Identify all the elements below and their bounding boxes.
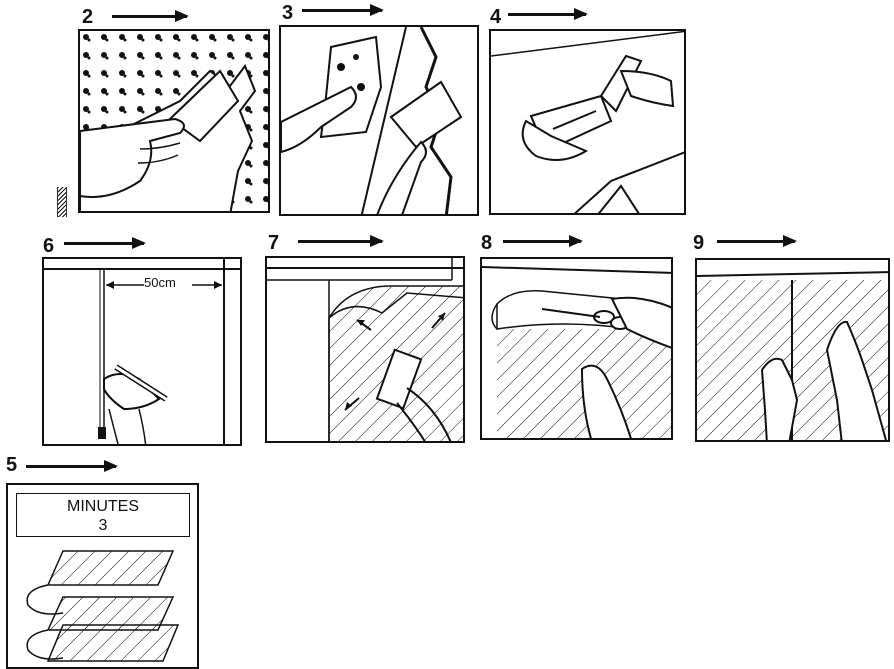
- arrow-right-icon: [112, 15, 187, 18]
- step-number: 7: [268, 233, 279, 253]
- step-number: 2: [82, 7, 93, 27]
- step-number: 9: [693, 233, 704, 253]
- arrow-right-icon: [298, 240, 382, 243]
- arrow-right-icon: [26, 465, 116, 468]
- step-9-illustration: [695, 258, 890, 442]
- step-3-illustration: [279, 25, 479, 216]
- arrow-right-icon: [717, 240, 795, 243]
- arrow-right-icon: [508, 13, 586, 16]
- arrow-right-icon: [302, 9, 382, 12]
- scan-mark: [57, 187, 67, 217]
- arrow-right-icon: [64, 242, 144, 245]
- step-7-illustration: [265, 256, 465, 443]
- step-number: 8: [481, 233, 492, 253]
- step-5-illustration: MINUTES 3: [6, 483, 199, 669]
- step-6-illustration: 50cm: [42, 257, 242, 446]
- measurement-label: 50cm: [144, 275, 176, 290]
- step-4-illustration: [489, 29, 686, 215]
- step-8-illustration: [480, 257, 673, 440]
- step-number: 4: [490, 7, 501, 27]
- arrow-right-icon: [503, 240, 581, 243]
- step-number: 6: [43, 236, 54, 256]
- step-number: 3: [282, 3, 293, 23]
- step-number: 5: [6, 455, 17, 475]
- step-2-illustration: [78, 29, 270, 213]
